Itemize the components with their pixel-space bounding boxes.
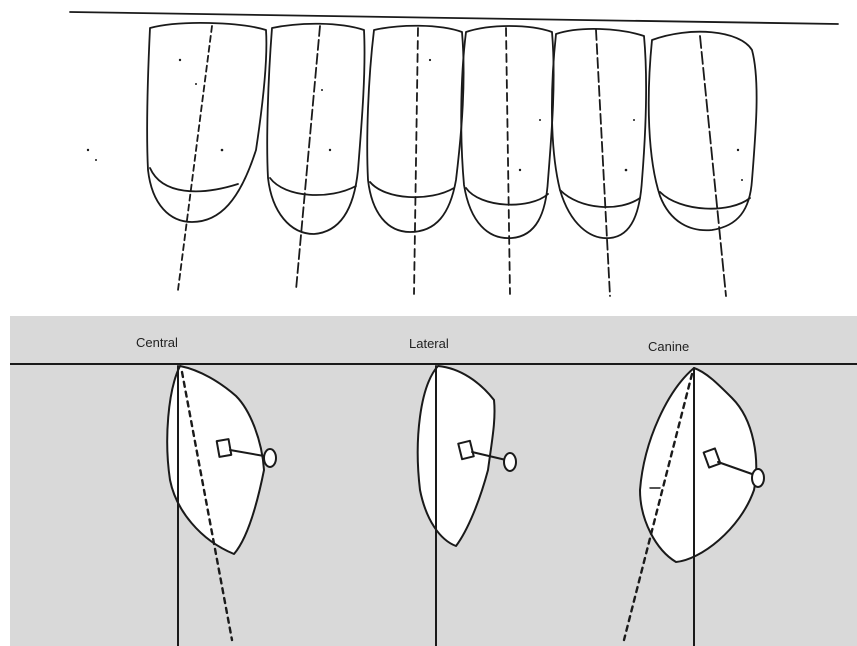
label-central: Central xyxy=(136,335,178,350)
lateral-view-panel: Central Lateral Canine xyxy=(10,316,857,646)
label-lateral: Lateral xyxy=(409,336,449,351)
tooth-5 xyxy=(552,29,646,296)
tooth-1 xyxy=(147,23,266,290)
tooth-2 xyxy=(267,24,364,290)
surface-specks xyxy=(87,59,743,181)
occlusal-plane-line-top xyxy=(70,12,838,24)
tooth-4 xyxy=(461,26,553,294)
tooth-3 xyxy=(367,26,463,294)
frontal-view-panel xyxy=(70,12,838,296)
tooth-6 xyxy=(649,32,757,296)
label-canine: Canine xyxy=(648,339,689,354)
